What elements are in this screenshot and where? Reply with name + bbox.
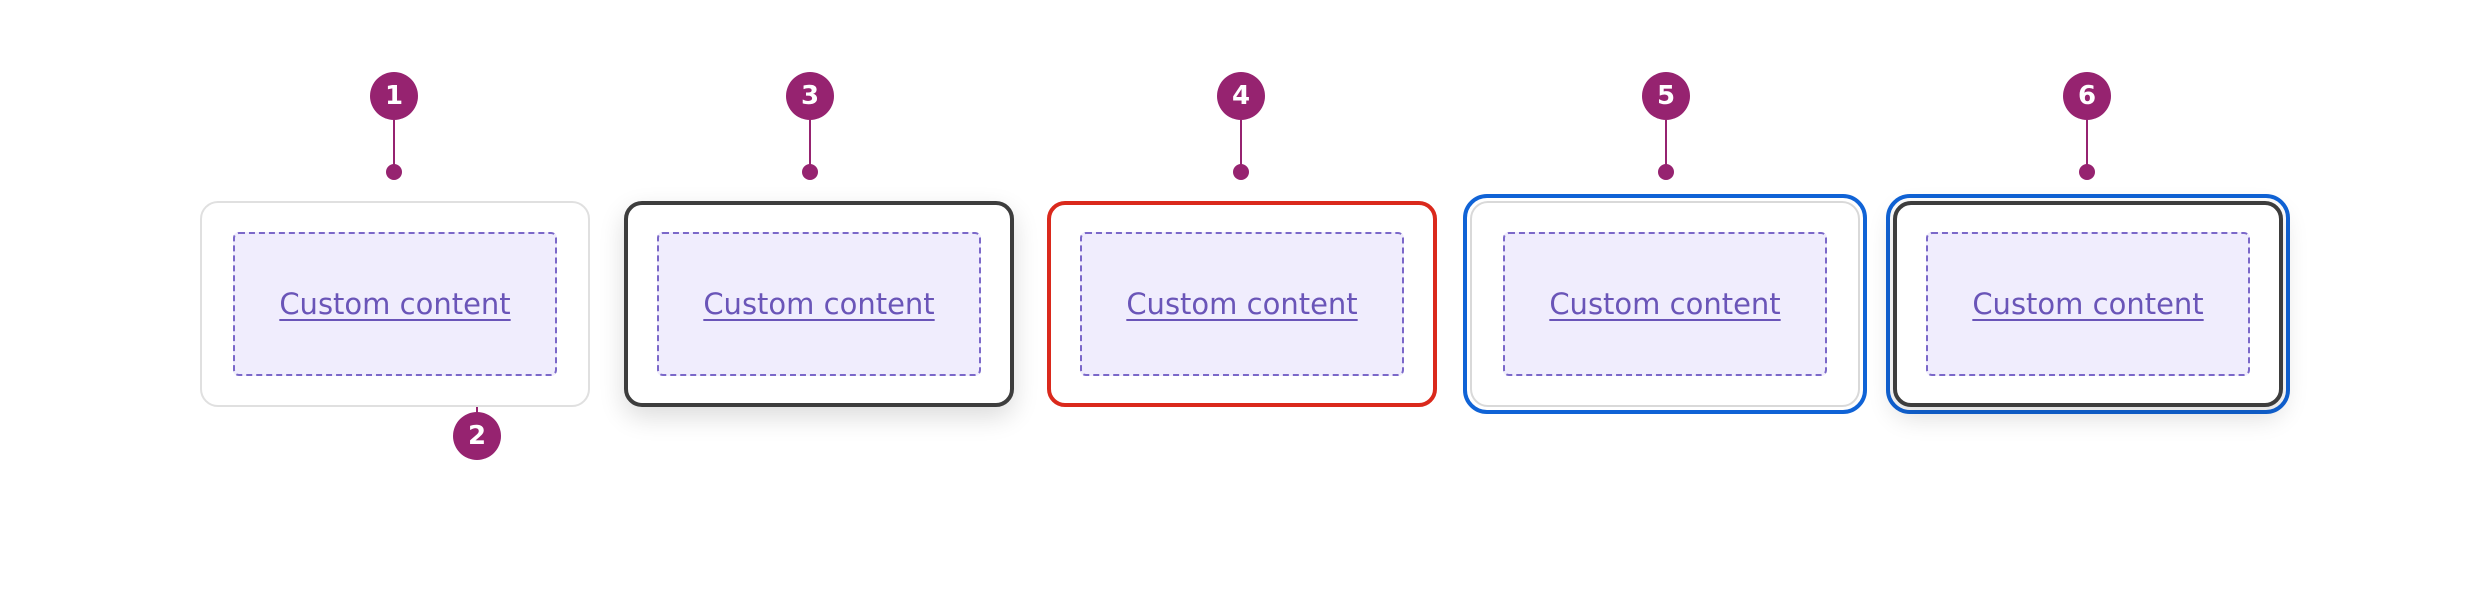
custom-content-slot: Custom content [1503, 232, 1827, 376]
callout-dot-4 [1233, 164, 1249, 180]
callout-stem-5 [1665, 120, 1667, 172]
card-rest[interactable]: Custom content [200, 201, 590, 407]
callout-marker-4: 4 [1217, 72, 1265, 120]
focus-ring [1886, 194, 2290, 414]
callout-stem-6 [2086, 120, 2088, 172]
card-hover[interactable]: Custom content [624, 201, 1014, 407]
callout-dot-3 [802, 164, 818, 180]
custom-content-slot: Custom content [233, 232, 557, 376]
callout-marker-3: 3 [786, 72, 834, 120]
callout-dot-6 [2079, 164, 2095, 180]
callout-stem-1 [393, 120, 395, 172]
callout-stem-3 [809, 120, 811, 172]
custom-content-link[interactable]: Custom content [703, 287, 935, 321]
card-focus[interactable]: Custom content [1470, 201, 1860, 407]
callout-dot-5 [1658, 164, 1674, 180]
callout-marker-1: 1 [370, 72, 418, 120]
custom-content-slot: Custom content [1926, 232, 2250, 376]
callout-stem-4 [1240, 120, 1242, 172]
custom-content-link[interactable]: Custom content [1126, 287, 1358, 321]
callout-dot-1 [386, 164, 402, 180]
callout-marker-5: 5 [1642, 72, 1690, 120]
card-focus-hover[interactable]: Custom content [1893, 201, 2283, 407]
callout-marker-6: 6 [2063, 72, 2111, 120]
custom-content-slot: Custom content [1080, 232, 1404, 376]
focus-ring [1463, 194, 1867, 414]
callout-marker-2: 2 [453, 412, 501, 460]
custom-content-link[interactable]: Custom content [279, 287, 511, 321]
card-error[interactable]: Custom content [1047, 201, 1437, 407]
custom-content-link[interactable]: Custom content [1549, 287, 1781, 321]
custom-content-link[interactable]: Custom content [1972, 287, 2204, 321]
custom-content-slot: Custom content [657, 232, 981, 376]
